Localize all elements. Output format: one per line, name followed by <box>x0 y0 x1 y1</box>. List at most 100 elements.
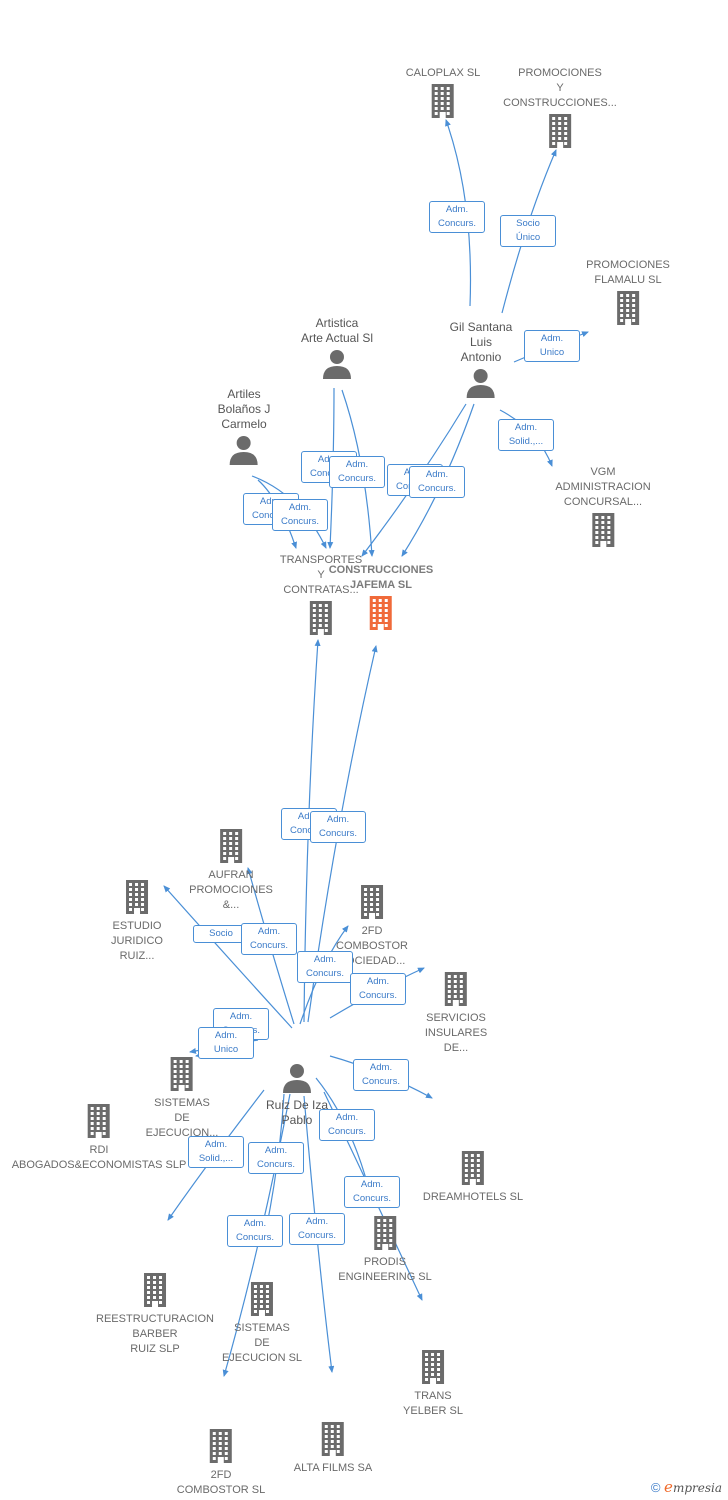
node-label-line: DE <box>254 1337 270 1349</box>
edge-label-23[interactable]: Adm.Concurs. <box>227 1215 283 1247</box>
edge-label-line: Adm. <box>326 814 350 825</box>
building-icon <box>146 1057 219 1096</box>
building-icon <box>503 114 617 153</box>
edge-label-9[interactable]: Adm.Concurs. <box>272 499 328 531</box>
edge-label-line: Adm. <box>345 459 369 470</box>
node-label-line: Antonio <box>460 350 502 364</box>
edge-label-20[interactable]: Adm.Solid.,... <box>188 1136 244 1168</box>
building-icon <box>177 1429 265 1468</box>
node-label-line: FLAMALU SL <box>594 274 662 286</box>
building-icon <box>403 1350 463 1389</box>
edge-label-line: Adm. <box>313 954 337 965</box>
edge-label-19[interactable]: Adm.Concurs. <box>319 1109 375 1141</box>
building-icon <box>189 829 273 868</box>
node-label-line: ENGINEERING SL <box>338 1271 432 1283</box>
edge-label-17[interactable]: Adm. Unico <box>198 1027 254 1059</box>
node-label-line: TRANS <box>414 1390 452 1402</box>
node-reestructuracion[interactable]: REESTRUCTURACION BARBER RUIZ SLP <box>96 1270 214 1357</box>
edge-label-line: Concurs. <box>249 940 288 951</box>
node-label-line: RUIZ SLP <box>130 1343 180 1355</box>
node-label-line: SOCIEDAD... <box>338 955 406 967</box>
node-label-line: BARBER <box>132 1328 178 1340</box>
edge-label-11[interactable]: Adm.Concurs. <box>310 811 366 843</box>
node-label-line: &... <box>222 899 240 911</box>
edge-label-line: Adm. <box>214 1030 238 1041</box>
edge-label-line: Concurs. <box>337 473 376 484</box>
node-label-line: SISTEMAS <box>234 1322 290 1334</box>
edge-label-18[interactable]: Adm.Concurs. <box>353 1059 409 1091</box>
node-label-line: Bolaños J <box>217 402 271 416</box>
edge-label-line: Adm. <box>425 469 449 480</box>
node-label-line: CONSTRUCCIONES... <box>503 97 617 109</box>
node-label-line: COMBOSTOR <box>336 940 408 952</box>
edge-label-line: Unico <box>213 1044 239 1055</box>
node-combostor-soc[interactable]: 2FD COMBOSTOR SOCIEDAD... <box>336 882 408 969</box>
building-icon <box>425 972 487 1011</box>
node-label-line: ALTA FILMS SA <box>293 1462 373 1474</box>
edge-label-line: Solid.,... <box>508 436 544 447</box>
edge-label-line: Concurs. <box>280 516 319 527</box>
node-label-line: ESTUDIO <box>112 920 162 932</box>
edge-label-24[interactable]: Adm.Concurs. <box>289 1213 345 1245</box>
node-label-line: Carmelo <box>221 417 267 431</box>
edge-label-21[interactable]: Adm.Concurs. <box>248 1142 304 1174</box>
edge-label-7[interactable]: Adm. Concurs. <box>409 466 465 498</box>
edge-label-0[interactable]: Adm.Concurs. <box>429 201 485 233</box>
edge-label-line: Unico <box>539 347 565 358</box>
node-label-line: REESTRUCTURACION <box>96 1313 214 1325</box>
node-label-line: DE <box>174 1112 190 1124</box>
node-jafema[interactable]: CONSTRUCCIONES JAFEMA SL <box>328 563 434 635</box>
edge-label-line: Adm. <box>264 1145 288 1156</box>
person-icon <box>450 368 513 403</box>
footer-brand: © empresia <box>651 1478 722 1496</box>
edge-label-3[interactable]: Adm. Solid.,... <box>498 419 554 451</box>
edge-label-line: Concurs. <box>251 510 290 521</box>
person-icon <box>266 1063 328 1098</box>
edge-label-line: Adm. <box>514 422 538 433</box>
edge-label-22[interactable]: Adm.Concurs. <box>344 1176 400 1208</box>
edge-label-line: Concurs. <box>417 483 456 494</box>
node-label-line: CONSTRUCCIONES <box>328 564 434 576</box>
edge-label-line: Concurs. <box>235 1232 274 1243</box>
edge-label-line: Adm. <box>540 333 564 344</box>
node-label-line: JAFEMA SL <box>350 579 412 591</box>
edge-label-5[interactable]: Adm. Concurs. <box>329 456 385 488</box>
node-dreamhotels[interactable]: DREAMHOTELS SL <box>423 1148 523 1205</box>
node-label-line: INSULARES <box>424 1027 488 1039</box>
building-icon <box>586 291 670 330</box>
edge-label-line: Único <box>515 232 541 243</box>
node-caloplax[interactable]: CALOPLAX SL <box>406 66 480 123</box>
node-label-line: COMBOSTOR SL <box>176 1484 266 1496</box>
edge-label-15[interactable]: Adm.Concurs. <box>350 973 406 1005</box>
node-label-line: RUIZ... <box>119 950 155 962</box>
node-alta-films[interactable]: ALTA FILMS SA <box>294 1419 372 1476</box>
node-label-line: AUFRAN <box>208 869 254 881</box>
edge-label-13[interactable]: Adm.Concurs. <box>241 923 297 955</box>
edge-label-14[interactable]: Adm.Concurs. <box>297 951 353 983</box>
node-label-line: 2FD <box>361 925 383 937</box>
building-icon <box>423 1151 523 1190</box>
edge-label-2[interactable]: Adm. Unico <box>524 330 580 362</box>
person-icon <box>218 435 271 470</box>
